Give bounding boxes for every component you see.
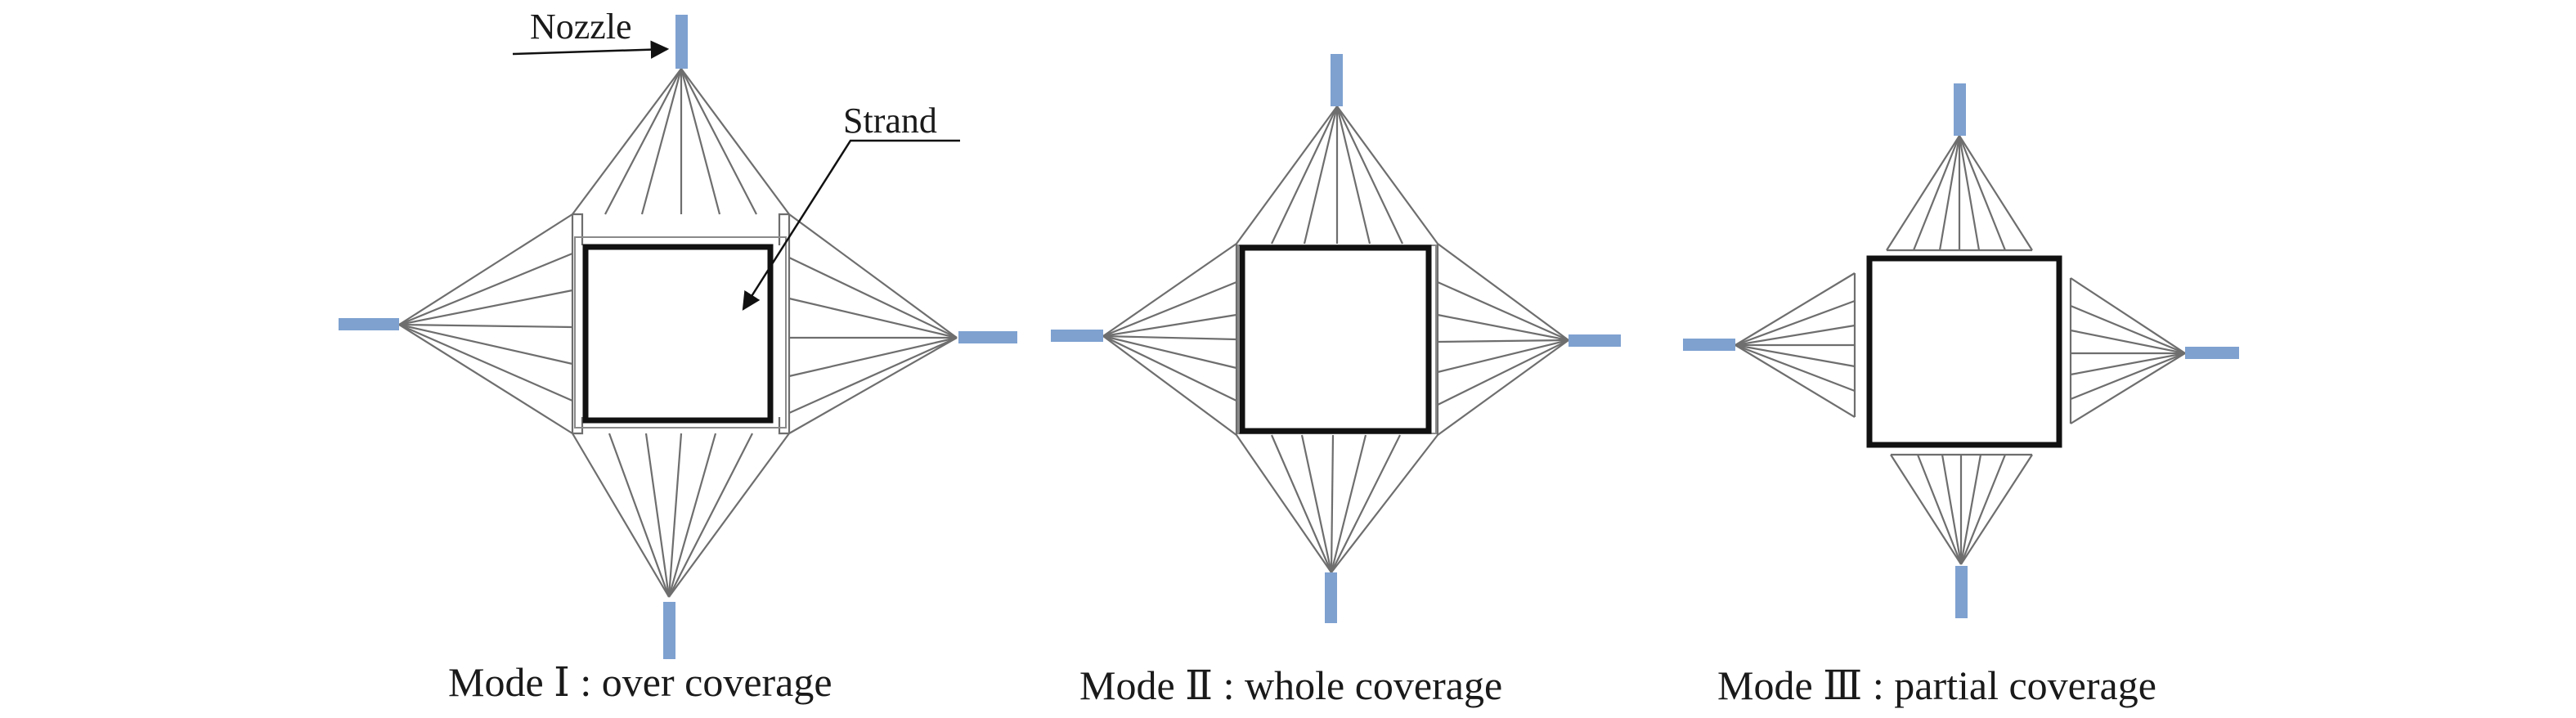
mode-1-caption: Mode Ⅰ : over coverage [448, 659, 832, 705]
mode-2-spray-bottom [1236, 434, 1438, 573]
mode-1-nozzle-left [339, 318, 399, 330]
mode-3-diagram [1683, 83, 2239, 618]
mode-1-spray-bottom [572, 417, 790, 598]
mode-3-nozzle-bottom [1955, 566, 1968, 618]
mode-1-nozzle-right [958, 331, 1017, 343]
mode-1-nozzle-bottom [663, 602, 675, 659]
mode-3-spray-left [1735, 272, 1856, 418]
mode-3-caption: Mode Ⅲ : partial coverage [1717, 662, 2156, 708]
mode-2-nozzle-left [1051, 330, 1103, 342]
mode-2-nozzle-top [1331, 54, 1343, 106]
mode-3-spray-top [1886, 135, 2033, 252]
mode-2-nozzle-right [1568, 334, 1621, 347]
mode-1-diagram [339, 15, 1017, 659]
mode-2-strand [1239, 245, 1432, 434]
mode-3-nozzle-left [1683, 339, 1735, 351]
mode-3-strand [1866, 255, 2062, 448]
mode-3-nozzle-top [1954, 83, 1966, 136]
mode-2-caption: Mode Ⅱ : whole coverage [1079, 662, 1502, 708]
strand-label: Strand [843, 101, 937, 141]
mode-2-nozzle-bottom [1325, 572, 1337, 623]
mode-2-spray-top [1236, 105, 1438, 245]
mode-2-diagram [1051, 54, 1621, 623]
mode-1-nozzle-top [675, 15, 688, 69]
nozzle-arrow [512, 40, 670, 59]
mode-3-spray-right [2069, 277, 2186, 424]
mode-3-nozzle-right [2185, 347, 2239, 359]
mode-1-spray-left [398, 213, 574, 434]
mode-2-spray-right [1436, 243, 1569, 436]
strand-arrow [742, 139, 960, 311]
mode-1-spray-right [788, 213, 958, 434]
nozzle-label: Nozzle [530, 7, 632, 47]
mode-2-spray-left [1102, 243, 1238, 436]
mode-1-strand [582, 244, 774, 424]
mode-3-spray-bottom [1890, 453, 2033, 565]
mode-1-spray-top [572, 68, 790, 245]
